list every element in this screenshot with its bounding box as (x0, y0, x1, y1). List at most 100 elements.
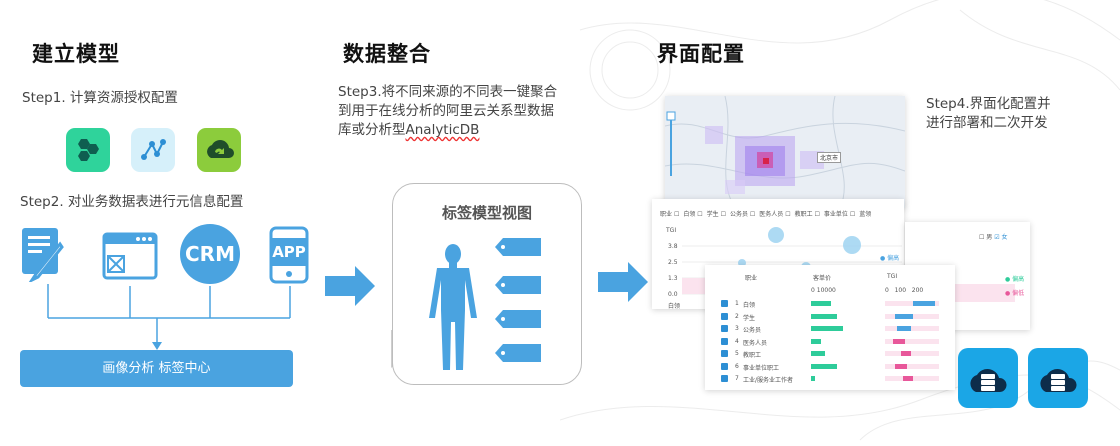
filter-option[interactable]: 白领 (683, 211, 696, 218)
flow-arrow-1 (325, 266, 375, 306)
row-occupation: 工业/服务业工作者 (743, 377, 794, 384)
y-tick: 0.0 (668, 291, 678, 298)
row-number: 1 (735, 300, 739, 307)
table-header-occupation: 职业 (745, 275, 758, 282)
row-number: 4 (735, 337, 739, 345)
step3-line3-prefix: 库或分析型 (338, 122, 406, 138)
occupation-filter: 职业 ☐白领 ☐学生 ☐公务员 ☐医务人员 ☐教职工 ☐事业单位 ☐蓝领 (660, 209, 871, 218)
gender-filter: ☐ 男 ☑ 女 (979, 232, 1008, 241)
table-header-tgi: TGI (887, 273, 898, 280)
section-title-build: 建立模型 (32, 42, 120, 66)
row-occupation: 公务员 (743, 327, 762, 334)
row-checkbox[interactable] (721, 325, 728, 332)
tgi-bar-track (885, 301, 939, 306)
tgi-bar-track (885, 363, 939, 369)
table-row[interactable]: 6 事业单位职工 (705, 362, 955, 373)
scale-a: 0 10000 (811, 287, 836, 294)
y-tick: 1.3 (668, 275, 678, 282)
row-number: 6 (735, 362, 739, 370)
price-bar (811, 363, 837, 369)
row-occupation: 事业单位职工 (743, 364, 780, 372)
filter-label: 职业 (660, 211, 673, 218)
row-checkbox[interactable] (721, 312, 728, 320)
filter-option[interactable]: 医务人员 (759, 211, 784, 218)
row-occupation: 学生 (743, 314, 756, 322)
cloud-server-icon (958, 348, 1018, 408)
step3-text: Step3.将不同来源的不同表一键聚合 到用于在线分析的阿里云关系型数据 库或分… (338, 83, 598, 140)
price-bar (811, 338, 821, 344)
legend-high: ● 偏高 (880, 255, 900, 262)
tgi-bar (895, 313, 913, 319)
table-row[interactable]: 7 工业/服务业工作者 (705, 374, 955, 385)
connector-lines (47, 284, 291, 350)
row-number: 5 (735, 350, 739, 357)
filter-option[interactable]: 教职工 (794, 211, 813, 218)
row-occupation: 白领 (743, 302, 756, 309)
filter-option[interactable]: 学生 (706, 211, 719, 218)
table-row[interactable]: 3 公务员 (705, 324, 955, 335)
browser-window-icon (102, 232, 158, 284)
tgi-bar (901, 351, 911, 356)
table-row[interactable]: 1 白领 (705, 299, 955, 310)
tgi-bar (893, 338, 905, 344)
table-header-price: 客单价 (813, 275, 832, 282)
tgi-bar-track (885, 338, 939, 344)
price-bar (811, 326, 843, 331)
row-checkbox[interactable] (721, 362, 728, 370)
gender-option[interactable]: ☐ 男 (979, 234, 993, 241)
tag-model-bubble: 标签模型视图 (392, 183, 582, 385)
crm-icon: CRM (180, 224, 240, 284)
price-bar (811, 313, 837, 319)
step3-line3: 库或分析型AnalyticDB (338, 121, 598, 140)
table-row[interactable]: 4 医务人员 (705, 337, 955, 348)
step4-line2: 进行部署和二次开发 (926, 115, 1048, 131)
analyticdb-product-name: AnalyticDB (405, 122, 480, 138)
map-city-marker: 北京市 (817, 152, 842, 163)
tag-model-title: 标签模型视图 (441, 204, 532, 222)
tgi-bar-track (885, 326, 939, 331)
tgi-bar (913, 301, 935, 306)
filter-option[interactable]: 公务员 (729, 211, 748, 218)
app-phone-icon: APP (268, 226, 310, 284)
gender-option[interactable]: ☑ 女 (994, 234, 1008, 241)
filter-option[interactable]: 事业单位 (823, 211, 848, 218)
price-bar (811, 301, 831, 306)
heatmap-map-card[interactable]: 北京市 (665, 96, 905, 208)
row-checkbox[interactable] (721, 350, 728, 357)
y-tick: 2.5 (668, 259, 678, 266)
axis-title: TGI (666, 227, 677, 234)
step1-text: Step1. 计算资源授权配置 (22, 90, 178, 106)
cloud-sync-icon (197, 128, 241, 172)
section-title-config: 界面配置 (657, 42, 745, 66)
human-figure-icon (429, 244, 477, 370)
price-bar (811, 351, 825, 356)
row-number: 3 (735, 325, 739, 332)
tag-label-icon (495, 310, 541, 328)
step2-text: Step2. 对业务数据表进行元信息配置 (20, 194, 244, 210)
step4-line1: Step4.界面化配置并 (926, 96, 1051, 112)
step4-text: Step4.界面化配置并 进行部署和二次开发 (926, 95, 1051, 133)
tag-label-icon (495, 276, 541, 294)
heatmap-map (665, 96, 905, 208)
tgi-bar (903, 376, 913, 381)
legend-high-label: 偏高 (887, 255, 900, 262)
row-occupation: 医务人员 (743, 339, 768, 347)
price-bar (811, 376, 815, 381)
heat-cells (705, 126, 824, 194)
portrait-tag-center-bar[interactable]: 画像分析 标签中心 (20, 350, 293, 387)
section-title-integrate: 数据整合 (343, 42, 431, 66)
graph-nodes-icon (131, 128, 175, 172)
row-checkbox[interactable] (721, 300, 728, 307)
row-number: 7 (735, 375, 739, 382)
row-checkbox[interactable] (721, 337, 728, 345)
scale-b: 0 100 200 (885, 287, 924, 294)
portrait-tag-center-label: 画像分析 标签中心 (102, 361, 211, 376)
tag-label-icon (495, 344, 541, 362)
filter-option[interactable]: 蓝领 (859, 211, 872, 218)
row-checkbox[interactable] (721, 375, 728, 382)
y-tick: 3.8 (668, 243, 678, 250)
